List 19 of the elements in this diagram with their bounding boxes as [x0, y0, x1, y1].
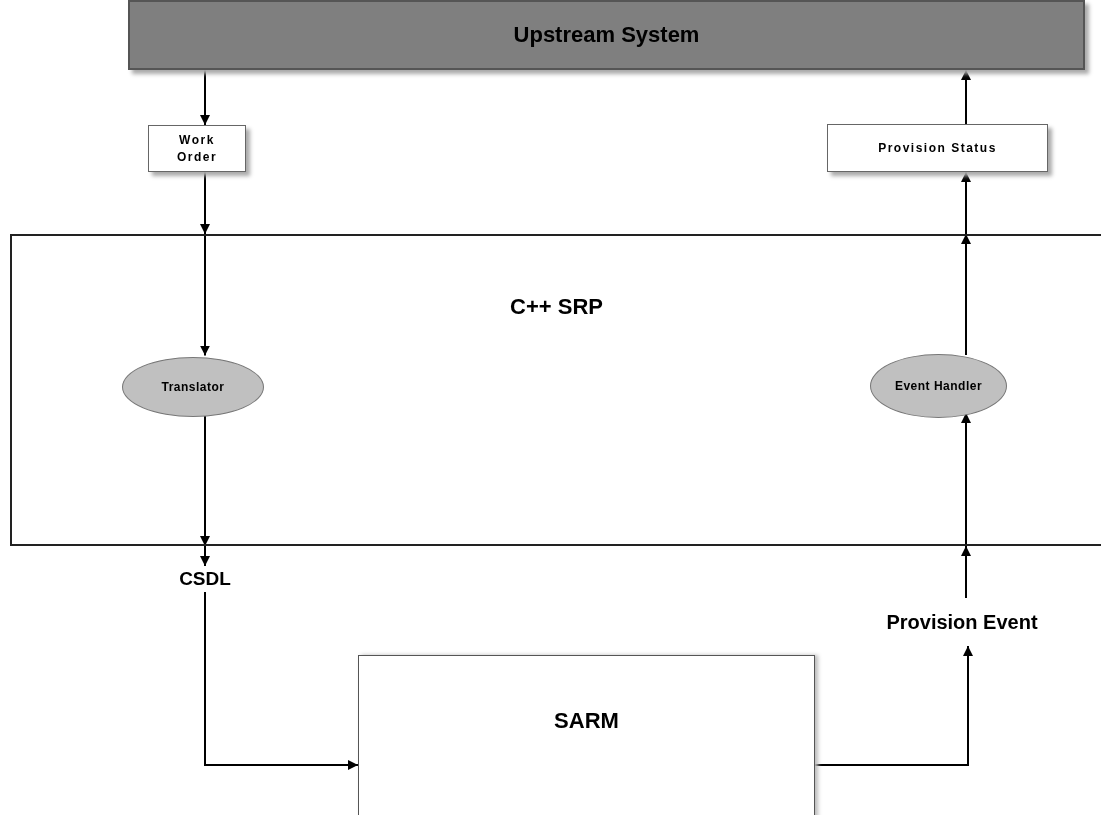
system-container — [10, 234, 1101, 546]
container-title: C++ SRP — [510, 294, 603, 320]
node-label: Event Handler — [894, 378, 983, 395]
arrow — [814, 645, 973, 766]
system-box — [358, 655, 815, 815]
flow-label: Provision Event — [886, 611, 1038, 633]
process-box — [827, 124, 1048, 172]
process-box — [148, 125, 246, 172]
arrow — [200, 69, 210, 126]
arrow — [204, 591, 359, 770]
flow-label: CSDL — [179, 568, 231, 590]
arrow — [961, 69, 971, 125]
node-label: Translator — [161, 379, 225, 396]
arrow — [200, 171, 210, 357]
node-label: Work Order — [175, 131, 219, 166]
node-label: Upstream System — [513, 22, 700, 48]
node-label: Provision Status — [878, 139, 997, 157]
system-bar — [128, 0, 1085, 70]
node-label: SARM — [554, 708, 619, 734]
